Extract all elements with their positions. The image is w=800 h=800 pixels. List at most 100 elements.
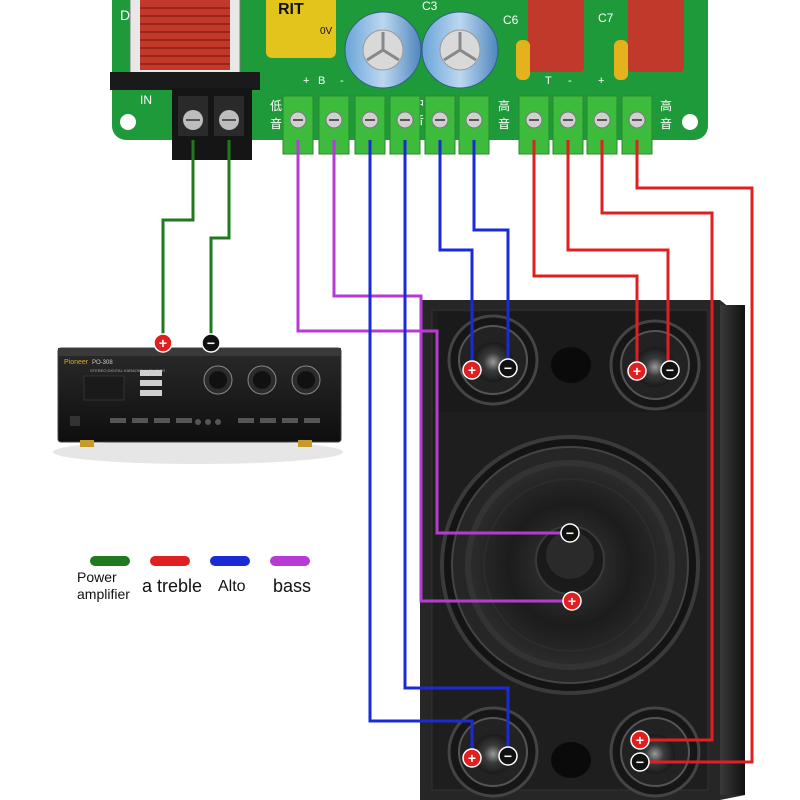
marker-minus-10: − [630,752,650,772]
wire-treble-10 [566,140,670,370]
marker-plus-6: + [562,591,582,611]
terminal-1 [282,95,314,155]
terminal-char-5: 高 [498,98,510,113]
output-terminals [282,95,653,155]
wire-bass-4 [332,140,572,603]
polarity-plus-1: + [303,75,309,87]
bass-port-top [551,347,591,383]
legend-swatch-power [90,556,130,566]
marker-circle [660,360,680,380]
legend-label-power-line1: Power [77,569,117,585]
wire-power-1 [161,140,195,343]
terminal-char-1: 低 [270,99,282,113]
marker-minus-8: − [498,746,518,766]
amp-terminal-markers: + − [153,333,221,353]
marker-sign: + [633,363,641,379]
polarity-minus-2: - [568,75,572,87]
polarity-minus-1: - [340,75,344,87]
amp-brand: Pioneer [64,359,89,366]
tweeter-top-right [609,319,701,411]
wire-alto-7 [438,140,474,368]
marker-circle [462,748,482,768]
marker-sign: + [568,593,576,609]
mount-hole-left [120,114,136,130]
amp-foot-left [80,440,94,447]
marker-sign: − [636,754,644,770]
amp-foot-right [298,440,312,447]
polarity-markers: +−+−−++−+− [462,358,680,772]
amp-model: PO-308 [92,360,113,366]
wire-treble-11 [600,140,714,742]
capacitor-text: RIT [278,1,304,18]
electrolytic-capacitor-2 [421,11,499,89]
amp-logo-panel [83,375,125,401]
terminal-char-8: 音 [660,116,672,131]
cabinet-side [720,305,745,795]
wire-treble-9 [532,140,639,370]
marker-sign: − [504,748,512,764]
polarity-t: T [545,75,552,87]
legend-label-bass: bass [273,576,312,596]
wire-bass-3 [296,140,570,535]
tweeter-bottom-right [609,706,701,798]
marker-plus-9: + [630,730,650,750]
marker-circle [462,360,482,380]
amp-minus-marker: − [207,335,215,351]
terminal-char-2: 音 [270,116,282,131]
amp-plus-marker: + [159,335,167,351]
legend-label-alto: Alto [218,578,246,595]
amplifier: Pioneer PO-308 STEREO DIGITAL KARAOKE AM… [53,347,343,464]
wire-treble-12 [635,140,754,764]
bass-port-bottom [551,742,591,778]
legend-swatch-alto [210,556,250,566]
marker-circle [630,752,650,772]
marker-circle [627,361,647,381]
amp-subtitle: STEREO DIGITAL KARAOKE AMPLIFIER [90,368,165,373]
speaker-cabinet [420,300,745,800]
terminal-10 [621,95,653,155]
marker-circle [498,358,518,378]
marker-circle [560,523,580,543]
wires [161,140,754,764]
legend-label-power-line2: amplifier [77,586,130,602]
amp-display [140,370,162,396]
wire-alto-6 [403,140,510,756]
marker-plus-3: + [627,361,647,381]
input-label: IN [140,93,152,107]
red-capacitor-2 [614,0,684,80]
electrolytic-capacitor-1 [344,11,422,89]
wire-alto-8 [472,140,510,368]
yellow-capacitor: RIT 0V [266,0,336,58]
inductor-coil [110,0,260,90]
marker-minus-5: − [560,523,580,543]
amp-buttons [110,418,320,425]
component-label-d: D [120,7,130,23]
marker-minus-2: − [498,358,518,378]
red-capacitor-1 [516,0,584,80]
marker-sign: − [566,525,574,541]
amp-knobs [203,365,321,395]
marker-sign: + [468,750,476,766]
marker-circle [498,746,518,766]
wire-power-2 [209,140,231,343]
polarity-plus-2: + [598,75,604,87]
legend-swatch-treble [150,556,190,566]
terminal-char-6: 音 [498,116,510,131]
legend-swatch-bass [270,556,310,566]
legend-label-treble: a treble [142,576,203,596]
marker-sign: − [504,360,512,376]
marker-sign: − [666,362,674,378]
component-label-c3: C3 [422,0,438,13]
marker-circle [562,591,582,611]
mount-hole-right [682,114,698,130]
component-label-c6: C6 [503,13,519,27]
component-label-c7: C7 [598,11,614,25]
marker-plus-7: + [462,748,482,768]
amp-power-switch [70,416,80,426]
terminal-3 [354,95,386,155]
capacitor-voltage: 0V [320,26,333,37]
woofer [440,435,700,695]
tweeter-top-left [447,314,539,406]
crossover-board: D RIT 0V C3 C6 C7 [110,0,708,160]
